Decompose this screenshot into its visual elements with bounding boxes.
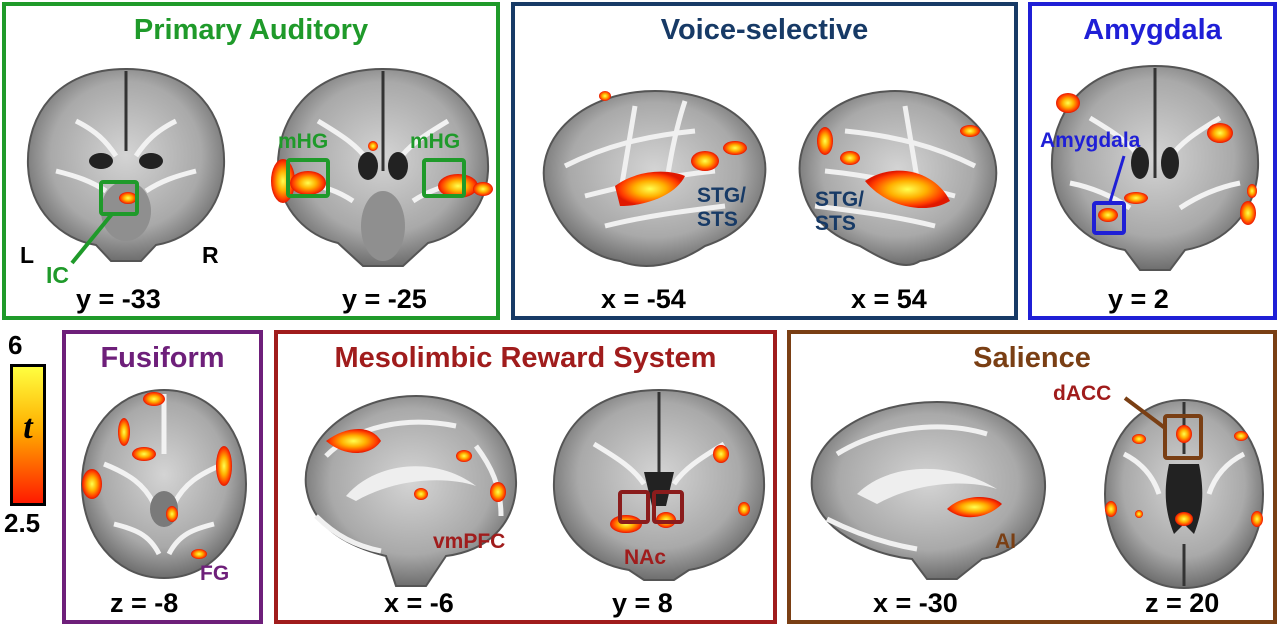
coord-label: y = 8: [612, 588, 673, 618]
activation-blob: [368, 141, 378, 151]
panel-title: Amygdala: [1083, 14, 1222, 46]
activation-blob: [865, 170, 950, 209]
panel-title: Fusiform: [100, 342, 225, 374]
panel-title: Voice-selective: [660, 14, 869, 46]
activation-blob: [326, 428, 381, 454]
sagittal-brain-slice: [542, 89, 767, 267]
coord-label: x = 54: [851, 284, 927, 314]
label-stg-sts-left: STG/ STS: [697, 184, 747, 231]
label-left-hemisphere: L: [20, 242, 35, 268]
activation-blob: [1251, 511, 1263, 527]
activation-blob: [713, 445, 729, 463]
label-fg: FG: [200, 562, 230, 585]
panel-mesolimbic-reward-system: Mesolimbic Reward System vmPFC x = -6 NA…: [274, 330, 777, 624]
amygdala-pointer-line: [1108, 155, 1126, 203]
mhg-left-roi-box: [286, 158, 330, 198]
activation-blob: [738, 502, 750, 516]
coord-label: y = 2: [1108, 284, 1169, 314]
amygdala-roi-box: [1092, 201, 1126, 235]
nac-right-roi-box: [652, 490, 684, 524]
dacc-roi-box: [1163, 414, 1203, 460]
activation-blob: [414, 488, 428, 500]
activation-blob: [490, 482, 506, 502]
activation-blob: [1175, 512, 1193, 526]
activation-blob: [473, 182, 493, 196]
coord-label: x = -30: [873, 588, 958, 618]
label-ic: IC: [46, 262, 69, 288]
activation-blob: [840, 151, 860, 165]
activation-blob: [1247, 184, 1257, 198]
nac-left-roi-box: [618, 490, 650, 524]
panel-title: Salience: [973, 342, 1091, 374]
activation-blob: [456, 450, 472, 462]
label-stg-sts-right: STG/ STS: [815, 188, 865, 235]
activation-blob: [438, 174, 478, 198]
panel-primary-auditory: Primary Auditory L R IC y = -33 mHG mHG …: [2, 2, 500, 320]
activation-blob: [132, 447, 156, 461]
coord-label: z = -8: [110, 588, 179, 618]
activation-blob: [1098, 208, 1118, 222]
activation-blob: [599, 91, 611, 101]
activation-blob: [947, 497, 1002, 518]
panel-salience: Salience AI x = -30 dACC z = 20: [787, 330, 1277, 624]
label-right-hemisphere: R: [202, 242, 219, 268]
activation-blob: [118, 418, 130, 446]
activation-blob: [1207, 123, 1233, 143]
activation-blob: [1056, 93, 1080, 113]
dacc-pointer-line: [1123, 396, 1167, 430]
coord-label: y = -33: [76, 284, 161, 314]
axial-brain-slice: [80, 388, 248, 580]
colorbar-t-label: t: [23, 409, 33, 446]
colorbar-min-label: 2.5: [4, 508, 41, 538]
panel-title: Mesolimbic Reward System: [334, 342, 717, 374]
activation-blob: [691, 151, 719, 171]
coronal-brain-slice: [26, 67, 226, 262]
panel-fusiform: Fusiform FG z = -8: [62, 330, 263, 624]
label-mhg-left: mHG: [278, 130, 329, 153]
label-nac: NAc: [624, 546, 667, 569]
coord-label: y = -25: [342, 284, 427, 314]
activation-blob: [615, 171, 685, 206]
activation-blob: [1135, 510, 1143, 518]
activation-blob: [1132, 434, 1146, 444]
coord-label: x = -6: [384, 588, 454, 618]
coord-label: x = -54: [601, 284, 686, 314]
label-mhg-right: mHG: [410, 130, 461, 153]
activation-blob: [290, 171, 326, 195]
sagittal-brain-slice: [798, 89, 998, 266]
activation-blob: [1105, 501, 1117, 517]
panel-voice-selective: Voice-selective STG/ STS x = -54 STG/ ST…: [511, 2, 1018, 320]
axial-brain-slice: [1103, 398, 1265, 590]
coord-label: z = 20: [1145, 588, 1220, 618]
activation-blob: [1234, 431, 1248, 441]
panel-amygdala: Amygdala Amygdala y = 2: [1028, 2, 1277, 320]
label-amygdala: Amygdala: [1040, 129, 1141, 152]
activation-blob: [817, 127, 833, 155]
sagittal-brain-slice: [304, 394, 518, 587]
activation-blob: [143, 392, 165, 406]
activation-blob: [723, 141, 747, 155]
activation-blob: [1176, 425, 1192, 443]
activation-blob: [191, 549, 207, 559]
label-vmpfc: vmPFC: [433, 530, 506, 553]
activation-blob: [960, 125, 980, 137]
activation-blob: [1240, 201, 1256, 225]
coronal-brain-slice: [1050, 64, 1260, 271]
colorbar: t: [10, 364, 46, 506]
ic-roi-box: [99, 180, 139, 216]
activation-blob: [119, 192, 137, 204]
activation-blob: [216, 446, 232, 486]
activation-blob: [1124, 192, 1148, 204]
coronal-brain-slice: [271, 67, 493, 267]
label-dacc: dACC: [1053, 382, 1112, 405]
mhg-right-roi-box: [422, 158, 466, 198]
label-ai: AI: [995, 530, 1016, 553]
sagittal-brain-slice: [810, 400, 1047, 580]
ic-pointer-line: [70, 212, 114, 265]
colorbar-max-label: 6: [8, 330, 23, 360]
activation-blob: [166, 506, 178, 522]
activation-blob: [82, 469, 102, 499]
panel-title: Primary Auditory: [133, 14, 369, 46]
